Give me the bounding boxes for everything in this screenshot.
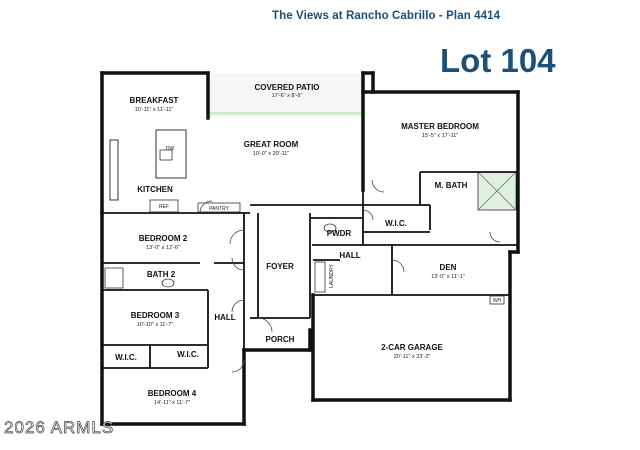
covered-patio-area xyxy=(208,73,363,118)
room-great-room-dim: 19'-0" x 20'-11" xyxy=(253,151,290,157)
room-wic-b3: W.I.C. xyxy=(115,353,137,362)
room-foyer: FOYER xyxy=(266,262,294,271)
room-bath2: BATH 2 xyxy=(147,270,176,279)
room-breakfast: BREAKFAST xyxy=(130,96,179,105)
room-master-bedroom-dim: 15'-5" x 17'-11" xyxy=(422,133,459,139)
room-bedroom2-dim: 13'-0" x 12'-6" xyxy=(146,245,180,251)
sink-icon xyxy=(159,149,173,161)
room-bedroom2: BEDROOM 2 xyxy=(139,234,188,243)
room-bedroom3: BEDROOM 3 xyxy=(131,311,180,320)
room-master-bedroom: MASTER BEDROOM xyxy=(401,122,479,131)
water-heater xyxy=(489,295,505,305)
room-den: DEN xyxy=(440,263,457,272)
watermark: 2026 ARMLS xyxy=(4,418,115,438)
tub-icon xyxy=(104,267,124,289)
room-garage: 2-CAR GARAGE xyxy=(381,343,443,352)
pantry-box xyxy=(197,202,241,213)
room-covered-patio: COVERED PATIO xyxy=(254,83,319,92)
doors xyxy=(199,179,501,373)
kitchen-counter xyxy=(109,139,119,201)
room-covered-patio-dim: 17'-6" x 8'-6" xyxy=(272,93,303,99)
room-wic-master: W.I.C. xyxy=(385,219,407,228)
room-pwdr: PWDR xyxy=(327,229,352,238)
room-bedroom3-dim: 10'-10" x 11'-7" xyxy=(137,322,174,328)
room-garage-dim: 20'-11" x 23'-2" xyxy=(394,354,431,360)
lot-number: Lot 104 xyxy=(440,42,556,79)
patio-slider-door xyxy=(208,112,363,115)
room-kitchen: KITCHEN xyxy=(137,185,173,194)
label-laundry: LAUNDRY xyxy=(329,263,335,287)
room-porch: PORCH xyxy=(266,335,295,344)
label-pantry: PANTRY xyxy=(209,206,229,212)
room-wic-b4: W.I.C. xyxy=(177,350,199,359)
label-ref: REF xyxy=(159,204,169,210)
label-dw: DW xyxy=(166,146,175,152)
plan-title: The Views at Rancho Cabrillo - Plan 4414 xyxy=(272,10,501,22)
room-hall-left: HALL xyxy=(214,313,235,322)
room-great-room: GREAT ROOM xyxy=(244,140,299,149)
refrigerator xyxy=(149,199,179,213)
interior-walls xyxy=(102,171,518,369)
pwdr-toilet-icon xyxy=(323,223,337,233)
room-breakfast-dim: 10'-11" x 11'-11" xyxy=(135,107,174,113)
room-den-dim: 13'-0" x 11'-1" xyxy=(431,274,464,280)
room-m-bath: M. BATH xyxy=(435,181,468,190)
room-bedroom4-dim: 14'-11" x 11'-7" xyxy=(154,400,190,406)
laundry-machines xyxy=(314,261,326,293)
room-bedroom4: BEDROOM 4 xyxy=(148,389,197,398)
room-hall-top: HALL xyxy=(339,251,360,260)
toilet-icon xyxy=(161,278,175,288)
kitchen-island xyxy=(155,129,187,179)
label-wh: WH xyxy=(493,298,502,304)
